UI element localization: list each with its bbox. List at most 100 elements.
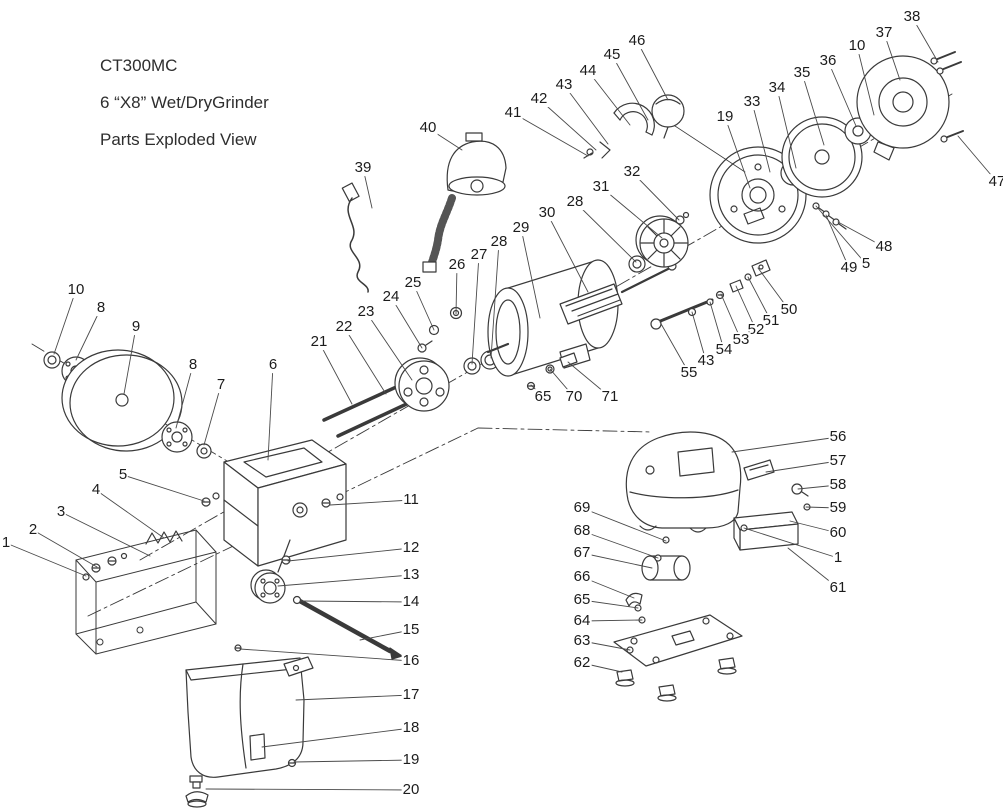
part-callout-7-44: 7 — [215, 376, 227, 394]
part-callout-67-73: 67 — [572, 544, 592, 562]
part-callout-57-65: 57 — [828, 452, 848, 470]
part-callout-61-70: 61 — [828, 579, 848, 597]
part-callout-19-7: 19 — [715, 108, 735, 126]
part-callout-15-55: 15 — [401, 621, 421, 639]
part-callout-54-37: 54 — [714, 341, 734, 359]
part-callout-5-32: 5 — [860, 255, 872, 273]
part-callout-60-68: 60 — [828, 524, 848, 542]
size-description: 6 “X8” Wet/DryGrinder — [100, 93, 269, 112]
part-callout-16-56: 16 — [401, 652, 421, 670]
part-callout-59-67: 59 — [828, 499, 848, 517]
part-callout-40-15: 40 — [418, 119, 438, 137]
part-callout-13-53: 13 — [401, 566, 421, 584]
part-callout-29-21: 29 — [511, 219, 531, 237]
part-callout-62-78: 62 — [572, 654, 592, 672]
part-callout-18-58: 18 — [401, 719, 421, 737]
part-callout-66-74: 66 — [572, 568, 592, 586]
tool-rest-rods — [322, 357, 450, 438]
part-callout-63-77: 63 — [572, 632, 592, 650]
part-callout-30-20: 30 — [537, 204, 557, 222]
left-wheel-assembly — [43, 349, 212, 459]
part-callout-3-48: 3 — [55, 503, 67, 521]
part-callout-9-42: 9 — [130, 318, 142, 336]
part-callout-58-66: 58 — [828, 476, 848, 494]
outer-wheel-guard — [856, 51, 964, 161]
part-callout-21-29: 21 — [309, 333, 329, 351]
part-callout-39-16: 39 — [353, 159, 373, 177]
part-callout-27-23: 27 — [469, 246, 489, 264]
title-block: CT300MC 6 “X8” Wet/DryGrinder Parts Expl… — [100, 56, 269, 167]
feed-rod — [292, 595, 403, 660]
part-callout-1-50: 1 — [0, 534, 12, 552]
part-callout-22-28: 22 — [334, 318, 354, 336]
linkage-parts — [650, 259, 771, 330]
pedestal-housing — [625, 431, 742, 533]
part-callout-14-54: 14 — [401, 593, 421, 611]
part-callout-26-24: 26 — [447, 256, 467, 274]
part-callout-36-3: 36 — [818, 52, 838, 70]
part-callout-49-31: 49 — [839, 259, 859, 277]
power-cord — [341, 182, 369, 293]
part-callout-71-63: 71 — [600, 388, 620, 406]
part-callout-46-9: 46 — [627, 32, 647, 50]
base-plate — [613, 614, 743, 702]
gear-housing — [223, 439, 347, 573]
part-callout-41-14: 41 — [503, 104, 523, 122]
part-callout-19-59: 19 — [401, 751, 421, 769]
part-callout-35-4: 35 — [792, 64, 812, 82]
model-number: CT300MC — [100, 56, 178, 75]
part-callout-8-41: 8 — [95, 299, 107, 317]
part-callout-52-35: 52 — [746, 321, 766, 339]
part-callout-64-76: 64 — [572, 612, 592, 630]
part-callout-68-72: 68 — [572, 522, 592, 540]
spring-and-fasteners — [82, 492, 220, 581]
part-callout-44-11: 44 — [578, 62, 598, 80]
storage-tray — [733, 511, 799, 551]
part-callout-50-33: 50 — [779, 301, 799, 319]
part-callout-43-38: 43 — [696, 352, 716, 370]
part-callout-42-13: 42 — [529, 90, 549, 108]
part-callout-70-62: 70 — [564, 388, 584, 406]
part-callout-10-2: 10 — [847, 37, 867, 55]
part-callout-5-46: 5 — [117, 466, 129, 484]
part-callout-32-17: 32 — [622, 163, 642, 181]
part-callout-23-27: 23 — [356, 303, 376, 321]
part-callout-37-1: 37 — [874, 24, 894, 42]
part-callout-51-34: 51 — [761, 312, 781, 330]
part-callout-4-47: 4 — [90, 481, 102, 499]
part-callout-69-71: 69 — [572, 499, 592, 517]
part-callout-20-60: 20 — [401, 781, 421, 799]
diagram-subtitle: Parts Exploded View — [100, 130, 257, 149]
part-callout-2-49: 2 — [27, 521, 39, 539]
part-callout-48-30: 48 — [874, 238, 894, 256]
part-callout-24-26: 24 — [381, 288, 401, 306]
fan-impeller — [628, 211, 690, 273]
part-callout-8-43: 8 — [187, 356, 199, 374]
part-callout-43-12: 43 — [554, 76, 574, 94]
part-callout-56-64: 56 — [828, 428, 848, 446]
part-callout-65-75: 65 — [572, 591, 592, 609]
part-callout-34-5: 34 — [767, 79, 787, 97]
part-callout-12-52: 12 — [401, 539, 421, 557]
part-callout-65-61: 65 — [533, 388, 553, 406]
part-callout-47-8: 47 — [987, 174, 1003, 190]
part-callout-28-22: 28 — [489, 233, 509, 251]
part-callout-33-6: 33 — [742, 93, 762, 111]
part-callout-11-51: 11 — [402, 491, 420, 509]
part-callout-25-25: 25 — [403, 274, 423, 292]
part-callout-45-10: 45 — [602, 46, 622, 64]
work-lamp — [422, 132, 507, 273]
part-callout-17-57: 17 — [401, 686, 421, 704]
part-callout-55-39: 55 — [679, 364, 699, 382]
part-callout-28-19: 28 — [565, 193, 585, 211]
part-callout-53-36: 53 — [731, 331, 751, 349]
part-callout-1-69: 1 — [832, 549, 844, 567]
part-callout-6-45: 6 — [267, 356, 279, 374]
part-callout-10-40: 10 — [66, 281, 86, 299]
water-tray — [185, 644, 314, 808]
part-callout-31-18: 31 — [591, 178, 611, 196]
part-callout-38-0: 38 — [902, 8, 922, 26]
